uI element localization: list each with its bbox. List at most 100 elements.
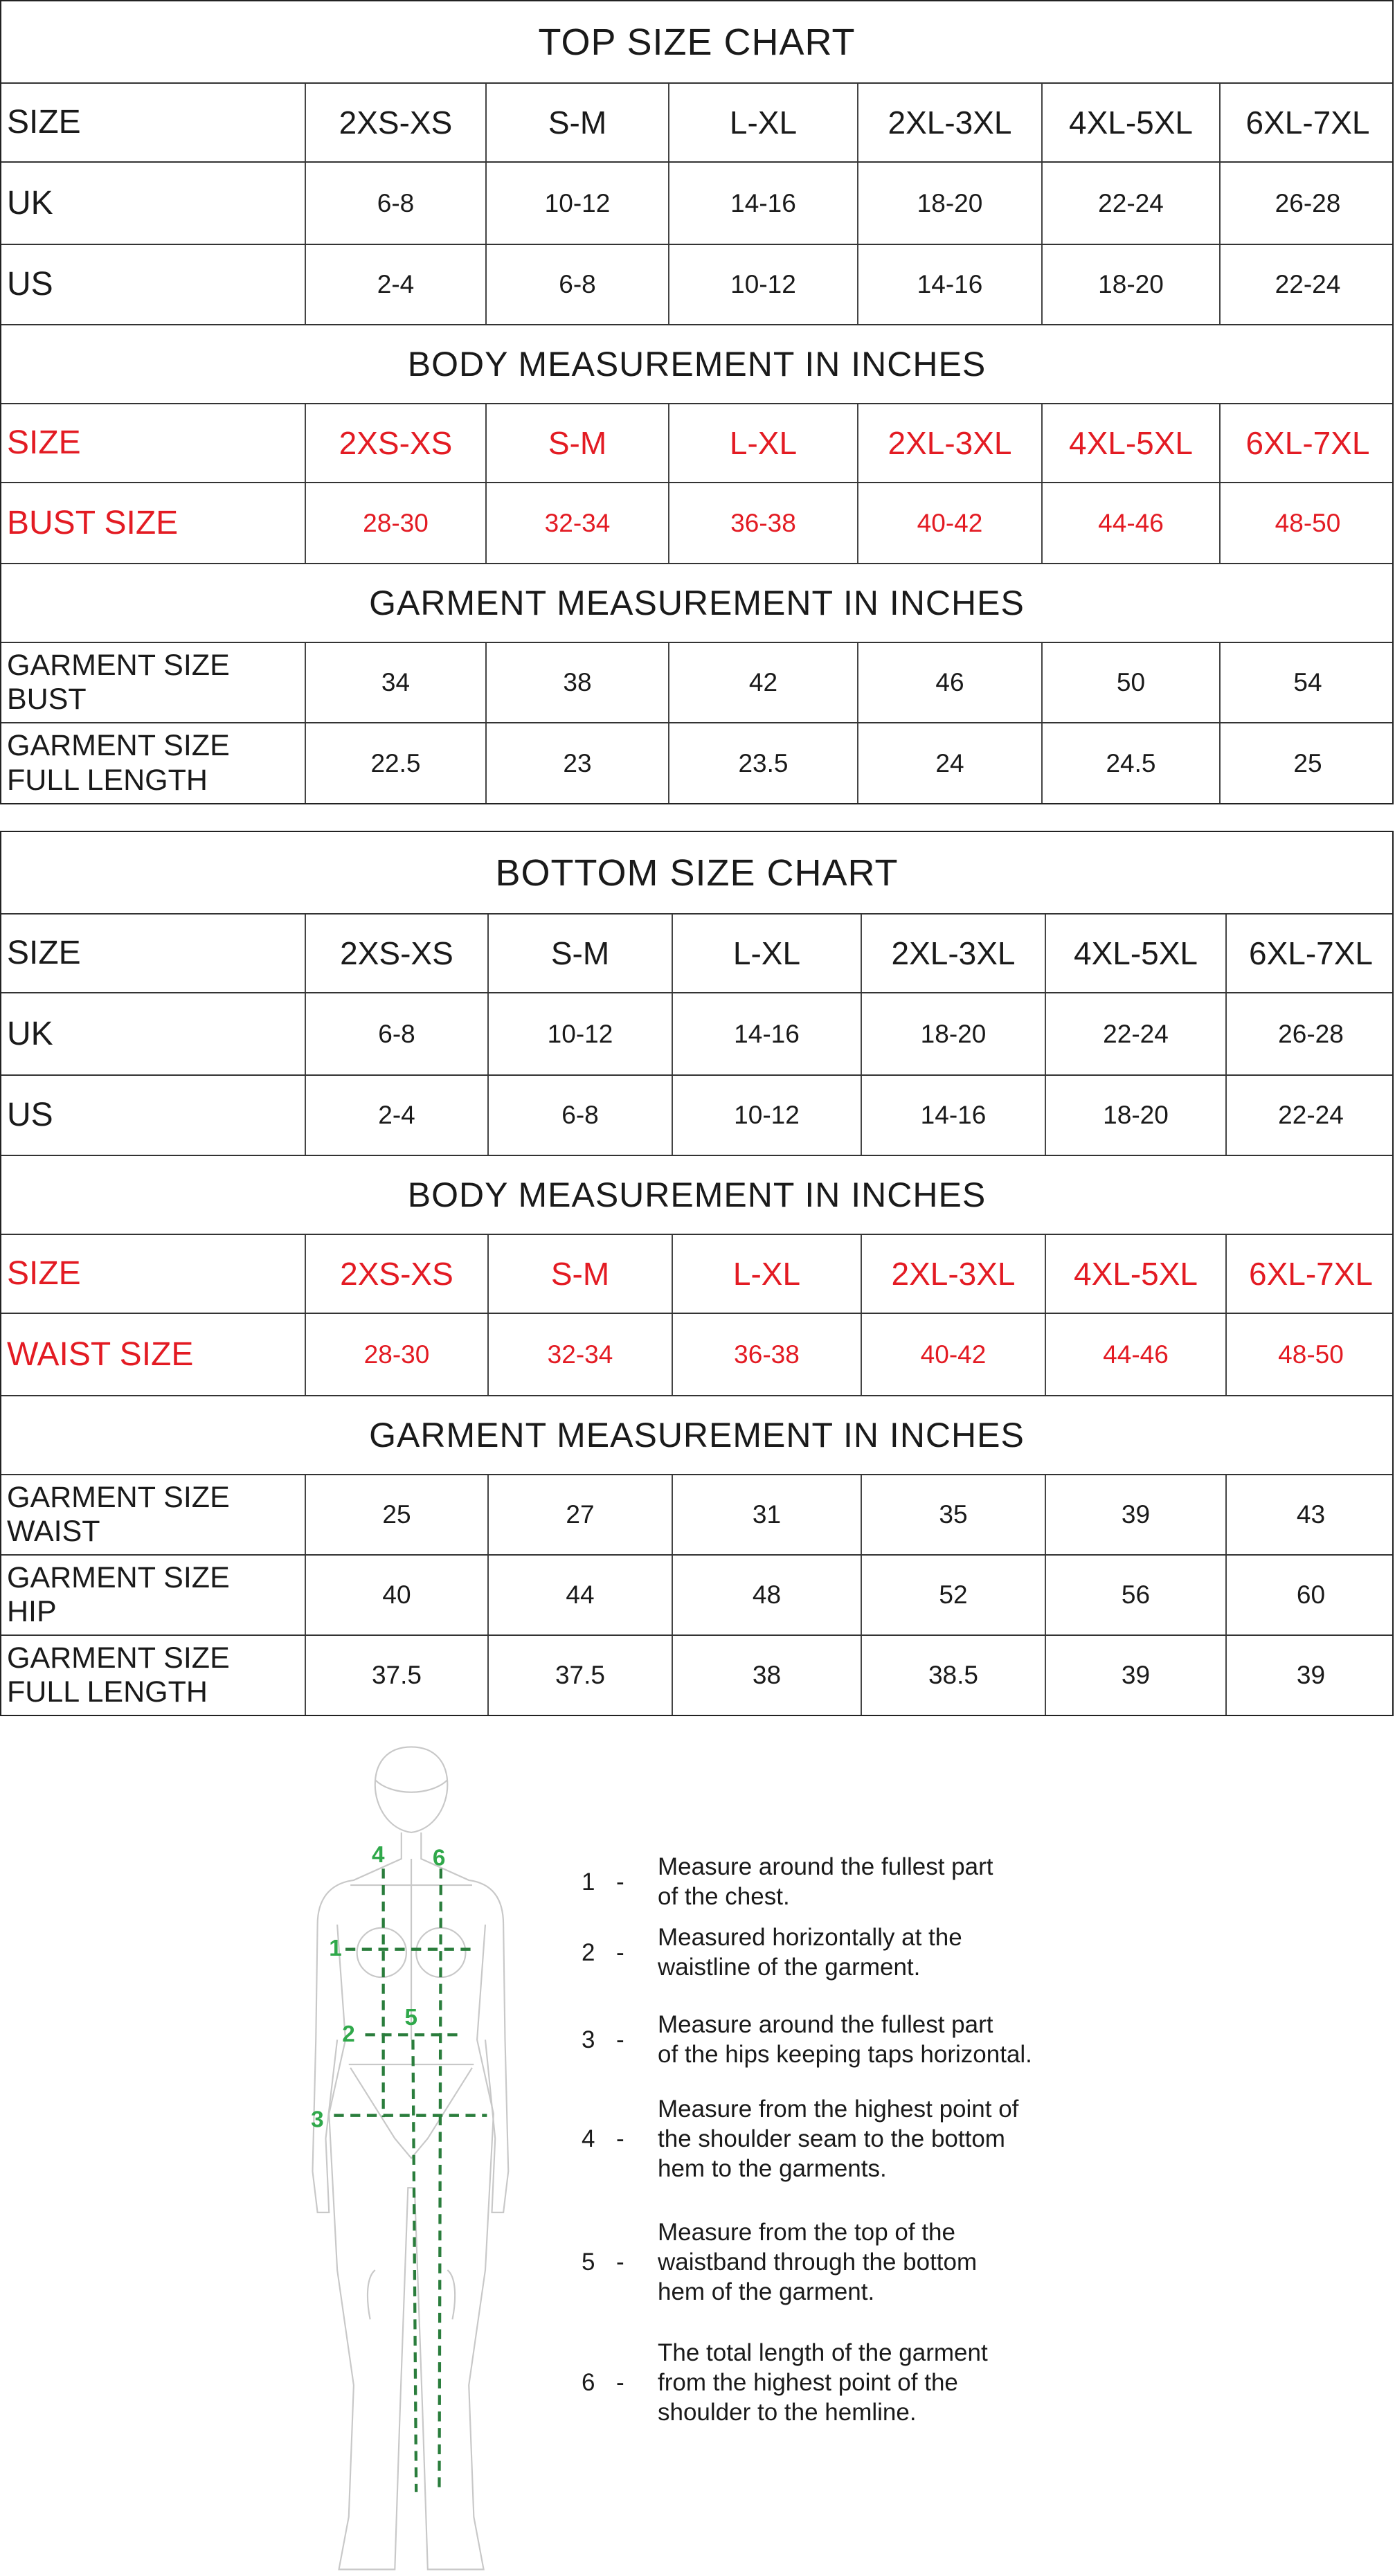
- table-cell: 52: [862, 1556, 1046, 1634]
- figure-label-2: 2: [342, 2021, 355, 2047]
- table-cell: 14-16: [858, 245, 1043, 324]
- table-cell: 39: [1046, 1475, 1227, 1554]
- table-cell: 28-30: [306, 1314, 489, 1395]
- section-heading: GARMENT MEASUREMENT IN INCHES: [1, 1396, 1392, 1475]
- table-cell: 36-38: [669, 483, 858, 563]
- row-label: BUST SIZE: [1, 483, 306, 563]
- row-label: SIZE: [1, 84, 306, 161]
- table-cell: 6-8: [487, 245, 669, 324]
- table-cell: L-XL: [669, 404, 858, 482]
- instruction-dash: -: [616, 2125, 624, 2152]
- table-cell: 2XL-3XL: [862, 915, 1046, 992]
- instruction-number: 4: [582, 2125, 595, 2152]
- table-cell: 38: [487, 643, 669, 722]
- top_chart-title: TOP SIZE CHART: [1, 1, 1392, 84]
- row-label: GARMENT SIZE FULL LENGTH: [1, 1636, 306, 1715]
- table-cell: L-XL: [673, 915, 862, 992]
- row-label: GARMENT SIZE WAIST: [1, 1475, 306, 1554]
- table-cell: 28-30: [306, 483, 487, 563]
- instruction-item: 2-Measured horizontally at the waistline…: [582, 1922, 1378, 1982]
- table-cell: 34: [306, 643, 487, 722]
- table-cell: 46: [858, 643, 1043, 722]
- table-cell: 6XL-7XL: [1245, 105, 1370, 141]
- table-cell: 22-24: [1275, 270, 1341, 298]
- table-cell: 48-50: [1275, 508, 1341, 537]
- table-cell: 10-12: [489, 993, 673, 1074]
- table-cell: 37.5: [306, 1636, 489, 1715]
- body-outline: [312, 1746, 510, 2570]
- table-cell: 40-42: [862, 1314, 1046, 1395]
- table-cell: 38: [673, 1636, 862, 1715]
- figure-label-1: 1: [329, 1936, 342, 1961]
- line-5: [411, 2039, 418, 2492]
- instruction-text: The total length of the garment from the…: [658, 2339, 988, 2426]
- table-cell: 44-46: [1046, 1314, 1227, 1395]
- row-label: SIZE: [1, 1235, 306, 1313]
- instruction-text: Measure around the fullest part of the c…: [658, 1853, 993, 1910]
- instruction-item: 6- The total length of the garment from t…: [582, 2338, 1378, 2427]
- table-cell: L-XL: [673, 1235, 862, 1313]
- figure-label-5: 5: [405, 2005, 418, 2030]
- row-label: US: [1, 245, 306, 324]
- table-cell: 25: [306, 1475, 489, 1554]
- table-cell: 4XL-5XL: [1046, 1235, 1227, 1313]
- section-heading: GARMENT MEASUREMENT IN INCHES: [1, 564, 1392, 643]
- table-cell: 26-28: [1275, 188, 1341, 217]
- table-cell: 18-20: [862, 993, 1046, 1074]
- instruction-number: 2: [582, 1938, 595, 1966]
- table-cell: 32-34: [489, 1314, 673, 1395]
- instruction-number: 1: [582, 1868, 595, 1895]
- figure-label-6: 6: [433, 1846, 446, 1871]
- table-cell: 48-50: [1278, 1340, 1344, 1369]
- table-cell: 10-12: [487, 163, 669, 244]
- table-cell: 43: [1296, 1500, 1326, 1529]
- table-cell: 22-24: [1278, 1101, 1344, 1129]
- instruction-dash: -: [616, 2026, 624, 2053]
- row-label: GARMENT SIZE BUST: [1, 643, 306, 722]
- table-cell: 18-20: [858, 163, 1043, 244]
- table-cell: 6-8: [306, 993, 489, 1074]
- row-label: UK: [1, 993, 306, 1074]
- figure-label-3: 3: [311, 2107, 324, 2132]
- table-cell: 14-16: [862, 1076, 1046, 1155]
- instruction-number: 6: [582, 2369, 595, 2396]
- instruction-dash: -: [616, 1938, 624, 1966]
- table-cell: 31: [673, 1475, 862, 1554]
- table-cell: 44: [489, 1556, 673, 1634]
- instruction-dash: -: [616, 2369, 624, 2396]
- row-label: GARMENT SIZE HIP: [1, 1556, 306, 1634]
- table-cell: 10-12: [673, 1076, 862, 1155]
- table-cell: 54: [1293, 668, 1322, 696]
- table-cell: 14-16: [669, 163, 858, 244]
- instruction-item: 3-Measure around the fullest part of the…: [582, 2010, 1378, 2069]
- table-cell: 40: [306, 1556, 489, 1634]
- table-cell: 4XL-5XL: [1046, 915, 1227, 992]
- row-label: WAIST SIZE: [1, 1314, 306, 1395]
- table-cell: 60: [1296, 1580, 1326, 1609]
- table-cell: 6-8: [489, 1076, 673, 1155]
- row-label: GARMENT SIZE FULL LENGTH: [1, 723, 306, 803]
- table-cell: 22-24: [1046, 993, 1227, 1074]
- table-cell: 10-12: [669, 245, 858, 324]
- table-cell: 36-38: [673, 1314, 862, 1395]
- table-cell: 18-20: [1043, 245, 1221, 324]
- instruction-text: Measure around the fullest part of the h…: [658, 2011, 1032, 2068]
- instruction-number: 5: [582, 2249, 595, 2276]
- table-cell: 2-4: [306, 1076, 489, 1155]
- table-cell: 2XS-XS: [306, 404, 487, 482]
- table-cell: 32-34: [487, 483, 669, 563]
- table-cell: 23: [487, 723, 669, 803]
